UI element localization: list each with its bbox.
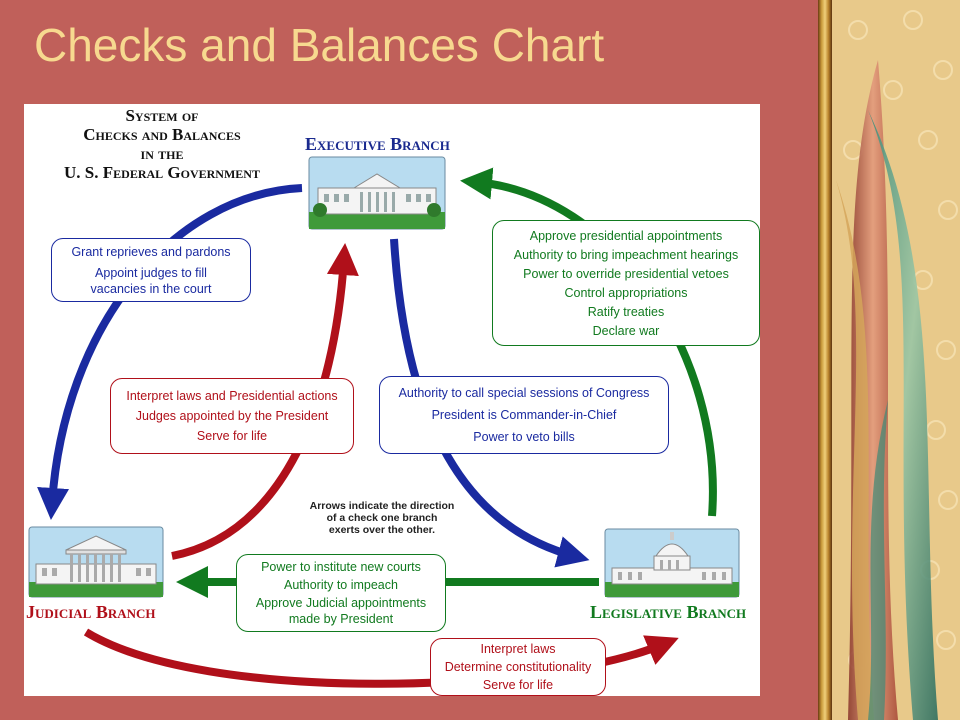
judicial-to-legislative-checks: Interpret laws Determine constitutionali…: [430, 638, 606, 696]
decorative-border: [818, 0, 960, 720]
diagram-panel: System of Checks and Balances in the U. …: [24, 104, 760, 696]
arrow-exec-to-judicial: [37, 184, 303, 520]
slide-title: Checks and Balances Chart: [34, 19, 605, 71]
capitol-icon: [604, 528, 740, 598]
legislative-to-exec-checks: Approve presidential appointments Author…: [492, 220, 760, 346]
supreme-court-icon: [28, 526, 164, 598]
white-house-icon: [308, 156, 446, 230]
exec-to-judicial-checks: Grant reprieves and pardons Appoint judg…: [51, 238, 251, 302]
legislative-to-judicial-checks: Power to institute new courts Authority …: [236, 554, 446, 632]
judicial-to-exec-checks: Interpret laws and Presidential actions …: [110, 378, 354, 454]
legislative-branch-label: Legislative Branch: [590, 602, 747, 622]
diagram-title: System of Checks and Balances in the U. …: [64, 106, 260, 182]
arrow-direction-note: Arrows indicate the direction of a check…: [309, 500, 455, 536]
judicial-branch-label: Judicial Branch: [26, 602, 156, 622]
exec-to-legislative-checks: Authority to call special sessions of Co…: [379, 376, 669, 454]
executive-branch-label: Executive Branch: [305, 134, 450, 154]
